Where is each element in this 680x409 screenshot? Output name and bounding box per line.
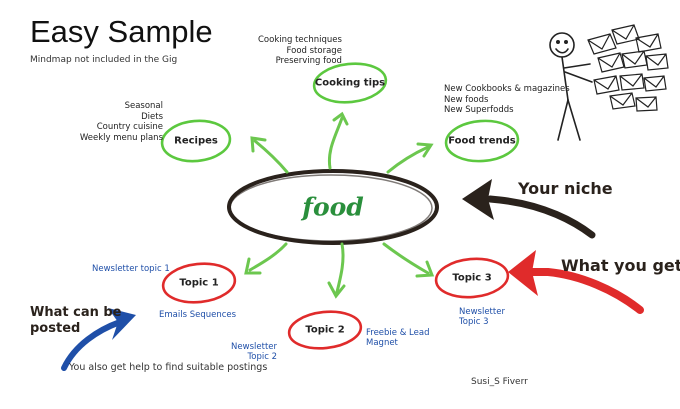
envelope-stack: [587, 24, 669, 112]
topic3-note-below: Newsletter Topic 3: [459, 307, 505, 327]
your-niche-arrow: [462, 179, 596, 239]
arrow-to-food-trends: [386, 145, 430, 174]
page-subtitle: Mindmap not included in the Gig: [30, 55, 178, 65]
callout-line: What can be: [30, 305, 122, 320]
cooking-tips-label: Cooking tips: [314, 77, 386, 89]
posting-arrow: [61, 308, 136, 371]
food-trends-notes: New Cookbooks & magazines New foods New …: [444, 84, 570, 116]
note-line: New Cookbooks & magazines: [444, 84, 570, 94]
note-line: Magnet: [366, 338, 398, 348]
callout-line: posted: [30, 321, 81, 336]
arrow-to-recipes: [253, 139, 289, 174]
recipes-notes: Seasonal Diets Country cuisine Weekly me…: [80, 101, 163, 143]
food-trends-label: Food trends: [448, 135, 516, 147]
note-line: Newsletter: [459, 307, 505, 317]
recipes-label: Recipes: [174, 135, 218, 147]
note-line: Freebie & Lead: [366, 328, 430, 338]
note-line: Preserving food: [275, 56, 342, 66]
note-line: Newsletter: [231, 342, 277, 352]
help-text: You also get help to find suitable posti…: [69, 362, 268, 373]
note-line: Food storage: [286, 45, 342, 56]
note-line: New foods: [444, 94, 489, 105]
note-line: Country cuisine: [96, 122, 163, 132]
topic2-bubble: [287, 310, 363, 350]
topic2-note-right: Freebie & Lead Magnet: [366, 328, 429, 348]
note-line: New Superfodds: [444, 105, 514, 115]
arrow-to-topic3: [382, 242, 430, 275]
center-label: food: [302, 192, 364, 222]
page-title: Easy Sample: [30, 14, 213, 49]
topic1-note-below: Emails Sequences: [159, 310, 237, 320]
cooking-tips-bubble: [312, 62, 388, 104]
what-can-be-posted-callout: What can be posted: [30, 305, 122, 337]
topic1-note-above: Newsletter topic 1: [92, 264, 170, 274]
food-trends-bubble: [444, 119, 520, 163]
note-line: Weekly menu plans: [79, 132, 163, 143]
what-you-get-arrow: [508, 250, 644, 314]
topic2-label: Topic 2: [305, 324, 345, 336]
note-line: Diets: [141, 111, 163, 122]
credit-text: Susi_S Fiverr: [471, 377, 528, 387]
arrow-to-cooking-tips: [327, 116, 344, 170]
cooking-tips-notes: Cooking techniques Food storage Preservi…: [258, 35, 342, 67]
arrow-to-topic2: [335, 242, 345, 294]
topic1-label: Topic 1: [179, 277, 219, 289]
topic1-bubble: [161, 262, 237, 304]
note-line: Topic 2: [247, 352, 278, 362]
note-line: Seasonal: [124, 101, 163, 111]
topic3-label: Topic 3: [452, 272, 492, 284]
topic3-bubble: [434, 257, 510, 299]
note-line: Topic 3: [459, 317, 489, 327]
topic2-note-left: Newsletter Topic 2: [231, 342, 277, 362]
stick-figure-illustration: [549, 24, 669, 141]
branch-arrows: [244, 111, 435, 299]
center-ellipse: [227, 169, 439, 245]
recipes-bubble: [160, 119, 232, 163]
note-line: Cooking techniques: [258, 35, 342, 45]
what-you-get-callout: What you get: [561, 256, 680, 275]
arrow-to-topic1: [248, 242, 288, 272]
your-niche-callout: Your niche: [518, 179, 613, 198]
